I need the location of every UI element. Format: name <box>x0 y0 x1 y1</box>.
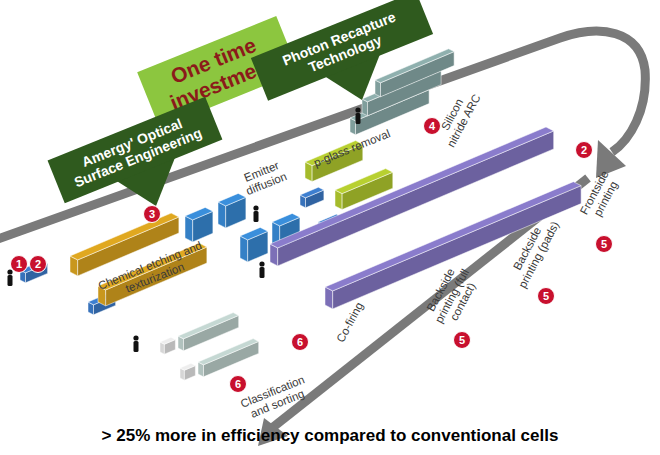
machine <box>198 339 259 377</box>
machine <box>185 207 213 242</box>
operator-head <box>355 107 360 112</box>
machine-face <box>198 339 259 365</box>
operators <box>7 107 360 352</box>
operator-figure <box>259 261 264 278</box>
machine-face <box>375 49 454 83</box>
callout-number: 6 <box>229 375 247 393</box>
machine-face <box>218 193 246 206</box>
operator-figure <box>253 205 258 222</box>
machine-face <box>178 313 239 339</box>
operator-body <box>254 211 259 222</box>
operator-figure <box>133 335 138 352</box>
machine <box>240 227 268 262</box>
machine-face <box>180 363 195 370</box>
operator-body <box>134 341 139 352</box>
operator-head <box>259 261 264 266</box>
caption: > 25% more in efficiency compared to con… <box>0 426 660 446</box>
operator-body <box>8 275 13 286</box>
process-track <box>0 31 645 428</box>
callout-number: 6 <box>291 333 309 351</box>
machine-face <box>300 187 324 198</box>
machine-face <box>185 207 213 220</box>
callout-number: 2 <box>575 141 593 159</box>
machine <box>375 49 454 97</box>
machine-face <box>160 337 175 344</box>
machine-face <box>335 169 393 194</box>
operator-head <box>253 205 258 210</box>
station-label: Silicon nitride ARC <box>432 85 483 152</box>
callout-number: 5 <box>595 235 613 253</box>
machine-face <box>278 131 554 266</box>
callout-number: 4 <box>423 117 441 135</box>
station-label: Emitter diffusion <box>229 154 300 202</box>
callout-number: 1 <box>10 255 28 273</box>
machine <box>300 187 324 208</box>
machine-face <box>218 202 226 228</box>
machines <box>20 49 581 380</box>
machine <box>270 127 554 266</box>
machine <box>180 363 195 380</box>
operator-head <box>133 335 138 340</box>
machine-face <box>272 213 300 226</box>
station-label: Frontside printing <box>574 163 625 230</box>
operator-figure <box>355 107 360 124</box>
machine-face <box>185 216 193 242</box>
machine-face <box>240 236 248 262</box>
operator-figure <box>7 269 12 286</box>
callout-number: 3 <box>143 205 161 223</box>
lower-track-arrow <box>272 178 588 428</box>
machine <box>218 193 246 228</box>
callout-number: 2 <box>29 255 47 273</box>
callout-number: 5 <box>453 331 471 349</box>
operator-body <box>356 113 361 124</box>
machine-face <box>240 227 268 240</box>
callout-number: 5 <box>537 287 555 305</box>
operator-body <box>260 267 265 278</box>
machine <box>160 337 175 354</box>
machine <box>178 313 239 351</box>
